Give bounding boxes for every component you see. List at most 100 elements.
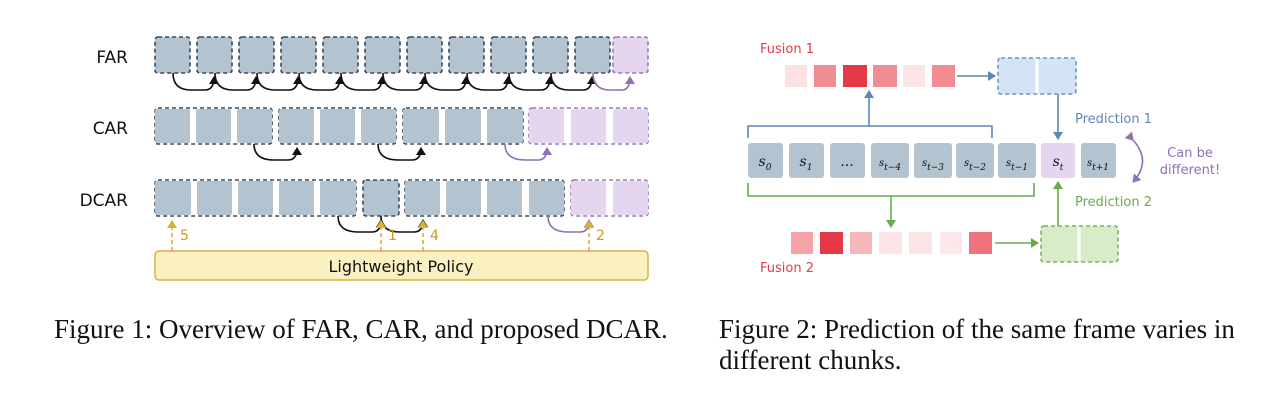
- fusion-1-cell: [843, 65, 867, 87]
- difference-arc: [1124, 131, 1144, 183]
- far-arc: [214, 72, 261, 91]
- far-row: [154, 36, 649, 91]
- state-labels: s0 s1 ... st−4 st−3 st−2 st−1 st st+1: [759, 154, 1109, 173]
- car-frame: [487, 109, 523, 143]
- dcar-predicted-frame: [613, 181, 648, 215]
- far-frame: [238, 36, 275, 74]
- far-predict-arc: [592, 72, 635, 91]
- state-label: st−4: [879, 158, 901, 173]
- state-label: st−2: [964, 158, 986, 173]
- dcar-frame: [279, 181, 314, 215]
- far-arc: [298, 72, 345, 91]
- fusion-2-label: Fusion 2: [760, 261, 814, 276]
- car-frame: [361, 109, 396, 143]
- figure-1: FAR CAR DCAR: [80, 36, 649, 281]
- dcar-frame: [320, 181, 356, 215]
- dcar-row: [154, 179, 649, 233]
- dcar-predicted-frame: [571, 181, 606, 215]
- figure-2-caption: Figure 2: Prediction of the same frame v…: [719, 314, 1249, 376]
- far-frame: [448, 36, 485, 74]
- fusion-2-cell: [820, 232, 843, 254]
- state-label: st−1: [1006, 158, 1028, 173]
- dcar-frame: [487, 181, 522, 215]
- state-box: [956, 143, 994, 178]
- fusion-2-cell: [879, 232, 902, 254]
- state-box: [1081, 143, 1116, 178]
- row-label-far: FAR: [96, 48, 128, 68]
- prediction-1-label: Prediction 1: [1075, 112, 1152, 127]
- dcar-frame: [238, 181, 273, 215]
- state-label: st−3: [922, 158, 944, 173]
- far-arc: [382, 72, 429, 91]
- policy-arrows: 5 1 4 2: [167, 220, 605, 251]
- dcar-frame: [446, 181, 481, 215]
- lightweight-policy-bar: [154, 250, 649, 281]
- dcar-frame: [155, 181, 191, 215]
- car-frame: [403, 109, 439, 143]
- figure-1-caption-text: Overview of FAR, CAR, and proposed DCAR.: [159, 314, 668, 344]
- state-label: st+1: [1087, 158, 1109, 173]
- far-frame: [490, 36, 527, 74]
- state-box: [998, 143, 1036, 178]
- dcar-arc: [337, 215, 386, 233]
- dcar-frame: [529, 181, 564, 215]
- far-predicted-frame: [612, 36, 649, 74]
- row-label-car: CAR: [93, 119, 128, 139]
- dcar-frame: [197, 181, 232, 215]
- car-frame: [237, 109, 272, 143]
- far-frame: [364, 36, 401, 74]
- fusion-1-cell: [903, 65, 925, 87]
- difference-note-line-1: Can be: [1167, 146, 1213, 161]
- far-arc: [508, 72, 555, 91]
- far-frame: [280, 36, 317, 74]
- state-label: s1: [800, 154, 813, 173]
- state-row: [748, 143, 1116, 178]
- dcar-predict-arc: [547, 215, 594, 233]
- far-arc: [550, 72, 597, 91]
- fusion-1-cell: [873, 65, 897, 87]
- car-row: [154, 107, 649, 161]
- dcar-predicted-chunk: [570, 179, 649, 217]
- far-frame: [154, 36, 191, 74]
- car-frame: [279, 109, 314, 143]
- car-predicted-chunk: [528, 107, 649, 145]
- far-frame: [532, 36, 569, 74]
- car-predict-arc: [504, 143, 552, 161]
- dcar-chunk: [362, 179, 400, 217]
- far-frame: [196, 36, 233, 74]
- fusion-2-cell: [791, 232, 813, 254]
- figure-1-caption-head: Figure 1:: [54, 314, 153, 344]
- fusion-2-bracket: [747, 183, 1035, 197]
- car-frame: [320, 109, 355, 143]
- car-frame: [445, 109, 481, 143]
- figure-2-caption-head: Figure 2:: [719, 314, 818, 344]
- far-frame: [574, 36, 611, 74]
- car-predicted-frame: [613, 109, 648, 143]
- policy-marker: 5: [180, 228, 189, 244]
- far-frame: [322, 36, 359, 74]
- fusion-1-strip: [785, 65, 955, 87]
- car-predicted-frame: [571, 109, 606, 143]
- figure-1-caption: Figure 1: Overview of FAR, CAR, and prop…: [54, 314, 674, 345]
- prediction-2-label: Prediction 2: [1075, 195, 1152, 210]
- car-frame: [196, 109, 231, 143]
- lightweight-policy-label: Lightweight Policy: [329, 257, 474, 276]
- policy-marker: 1: [388, 228, 397, 244]
- fusion-1-bracket: [747, 125, 993, 138]
- figure-2: Fusion 1 Prediction 1: [747, 42, 1220, 276]
- fusion-1-cell: [785, 65, 807, 87]
- state-box: [789, 143, 824, 178]
- far-arc: [172, 72, 219, 91]
- policy-marker: 2: [596, 228, 605, 244]
- car-arc: [377, 143, 426, 161]
- row-label-dcar: DCAR: [80, 191, 129, 211]
- far-arc: [340, 72, 387, 91]
- state-label: ...: [840, 154, 853, 170]
- difference-note-line-2: different!: [1160, 163, 1220, 178]
- fusion-2-cell: [909, 232, 932, 254]
- car-arc: [253, 143, 302, 161]
- far-frame: [406, 36, 443, 74]
- fusion-2-cell: [850, 232, 872, 254]
- far-arc: [256, 72, 303, 91]
